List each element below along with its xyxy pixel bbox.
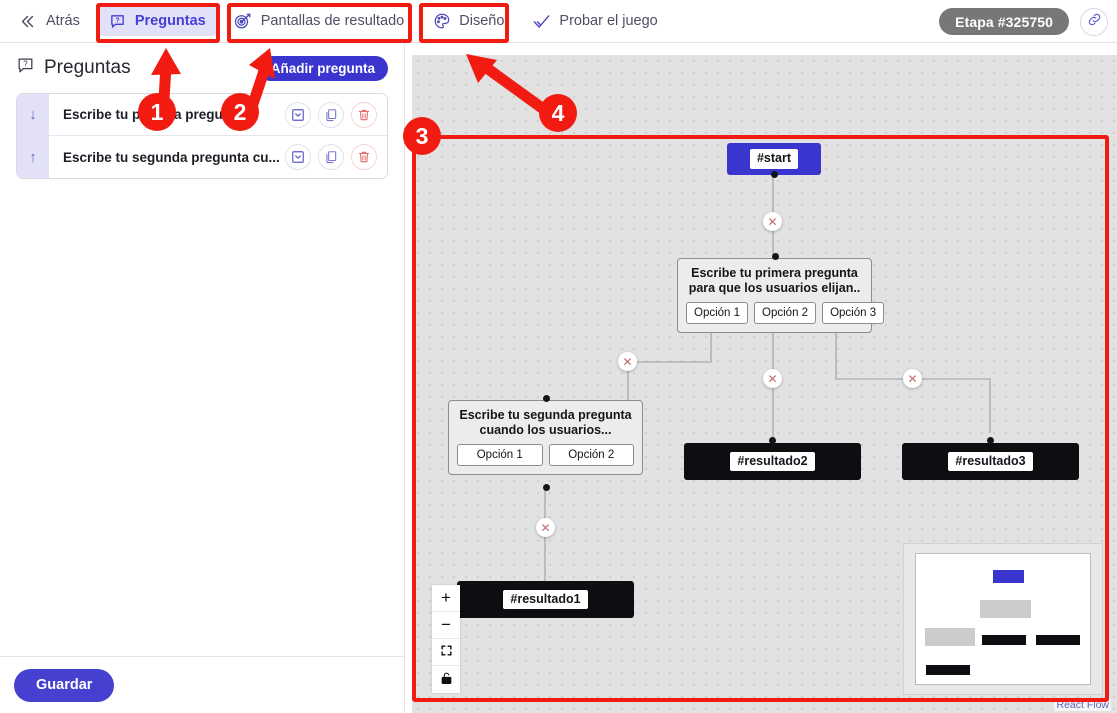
delete-icon[interactable]	[351, 144, 377, 170]
palette-icon	[432, 12, 451, 31]
node-result-2[interactable]: #resultado2	[684, 437, 861, 480]
react-flow-credit[interactable]: React Flow	[1054, 699, 1111, 711]
annotation-marker-2: 2	[221, 93, 259, 131]
edge-delete-button[interactable]: ✕	[763, 212, 782, 231]
node-handle[interactable]	[543, 395, 550, 402]
tab-pantallas-de-resultado[interactable]: Pantallas de resultado	[222, 6, 417, 36]
target-icon	[234, 12, 253, 31]
option-pill[interactable]: Opción 1	[457, 443, 543, 466]
option-pill[interactable]: Opción 3	[822, 301, 885, 324]
chevron-left-double-icon	[18, 12, 37, 31]
node-question-1[interactable]: Escribe tu primera pregunta para que los…	[677, 253, 885, 333]
question-title: Escribe tu segunda pregunta cu...	[63, 149, 280, 165]
minimap-node-start	[992, 569, 1024, 583]
node-question-2[interactable]: Escribe tu segunda pregunta cuando los u…	[448, 395, 643, 491]
save-bar: Guardar	[0, 656, 404, 713]
duplicate-icon[interactable]	[318, 101, 344, 128]
minimap[interactable]	[903, 543, 1103, 695]
tab-diseno-label: Diseño	[459, 13, 505, 29]
node-result-3[interactable]: #resultado3	[902, 437, 1079, 480]
node-start[interactable]: #start	[727, 143, 821, 178]
page-title: Preguntas	[44, 57, 131, 78]
svg-text:?: ?	[23, 60, 28, 69]
edge-delete-button[interactable]: ✕	[903, 369, 922, 388]
top-toolbar: Atrás ? Preguntas Pantallas de resultado	[0, 0, 1117, 43]
tab-preguntas[interactable]: ? Preguntas	[95, 6, 218, 36]
annotation-marker-1: 1	[138, 93, 176, 131]
node-handle[interactable]	[987, 437, 994, 444]
question-bubble-icon: ?	[108, 12, 127, 31]
fit-view-icon	[440, 642, 453, 662]
zoom-in-button[interactable]: +	[432, 585, 460, 612]
node-result-1-label: #resultado1	[503, 589, 588, 610]
expand-icon[interactable]	[285, 144, 311, 170]
minimap-node-question-1	[980, 599, 1031, 618]
node-start-label: #start	[749, 149, 799, 169]
option-pill[interactable]: Opción 2	[548, 443, 634, 466]
copy-link-button[interactable]	[1080, 8, 1108, 36]
save-button[interactable]: Guardar	[14, 668, 115, 702]
lock-icon	[440, 670, 453, 690]
tab-probar-label: Probar el juego	[559, 13, 658, 29]
questions-list: ↓ Escribe tu primera pregunta ...	[16, 93, 388, 179]
node-result-2-label: #resultado2	[730, 451, 815, 472]
minimap-node-question-2	[924, 628, 976, 647]
row-actions	[285, 101, 387, 128]
zoom-out-button[interactable]: −	[432, 612, 460, 639]
node-question-2-options: Opción 1 Opción 2	[457, 443, 634, 466]
questions-panel: ? Preguntas Añadir pregunta ↓ Escribe tu…	[0, 43, 405, 713]
minimap-node-result-2	[982, 634, 1026, 645]
option-pill[interactable]: Opción 1	[686, 301, 749, 324]
back-label: Atrás	[46, 13, 80, 29]
lock-button[interactable]	[432, 666, 460, 693]
edge-delete-button[interactable]: ✕	[618, 352, 637, 371]
minimap-node-result-1	[926, 664, 970, 675]
delete-icon[interactable]	[351, 101, 377, 128]
node-result-3-label: #resultado3	[948, 451, 1033, 472]
question-bubble-icon: ?	[16, 56, 35, 80]
arrow-down-icon[interactable]: ↓	[17, 94, 49, 136]
node-handle[interactable]	[769, 437, 776, 444]
minus-icon: −	[441, 615, 451, 634]
flow-canvas[interactable]: #start Escribe tu primera pregunta para …	[412, 55, 1117, 713]
tab-probar-el-juego[interactable]: Probar el juego	[520, 6, 669, 36]
node-handle[interactable]	[543, 484, 550, 491]
node-question-1-options: Opción 1 Opción 2 Opción 3	[686, 301, 885, 324]
node-handle[interactable]	[771, 171, 778, 178]
node-handle[interactable]	[772, 253, 779, 260]
questions-panel-header: ? Preguntas Añadir pregunta	[0, 43, 404, 93]
check-icon	[532, 12, 551, 31]
link-icon	[1087, 12, 1102, 32]
expand-icon[interactable]	[285, 101, 311, 128]
fit-view-button[interactable]	[432, 639, 460, 666]
annotation-marker-4: 4	[539, 94, 577, 132]
node-question-2-title: Escribe tu segunda pregunta cuando los u…	[459, 408, 632, 437]
duplicate-icon[interactable]	[318, 144, 344, 170]
add-question-button[interactable]: Añadir pregunta	[257, 55, 388, 81]
svg-text:?: ?	[115, 16, 119, 24]
plus-icon: +	[441, 588, 451, 607]
tab-preguntas-label: Preguntas	[134, 13, 206, 29]
row-actions	[285, 144, 387, 170]
canvas-controls: + −	[432, 585, 460, 693]
stage-badge: Etapa #325750	[939, 8, 1069, 35]
minimap-viewport	[915, 553, 1091, 685]
list-item[interactable]: ↑ Escribe tu segunda pregunta cu...	[17, 136, 387, 178]
option-pill[interactable]: Opción 2	[754, 301, 817, 324]
arrow-up-icon[interactable]: ↑	[17, 136, 49, 178]
node-question-1-title: Escribe tu primera pregunta para que los…	[688, 266, 861, 295]
tab-diseno[interactable]: Diseño	[420, 6, 516, 36]
list-item[interactable]: ↓ Escribe tu primera pregunta ...	[17, 94, 387, 136]
back-button[interactable]: Atrás	[14, 6, 92, 36]
edge-delete-button[interactable]: ✕	[763, 369, 782, 388]
minimap-node-result-3	[1036, 634, 1080, 645]
tab-pantallas-label: Pantallas de resultado	[260, 13, 405, 29]
annotation-marker-3: 3	[403, 117, 441, 155]
edge-delete-button[interactable]: ✕	[536, 518, 555, 537]
node-result-1[interactable]: #resultado1	[457, 581, 634, 618]
